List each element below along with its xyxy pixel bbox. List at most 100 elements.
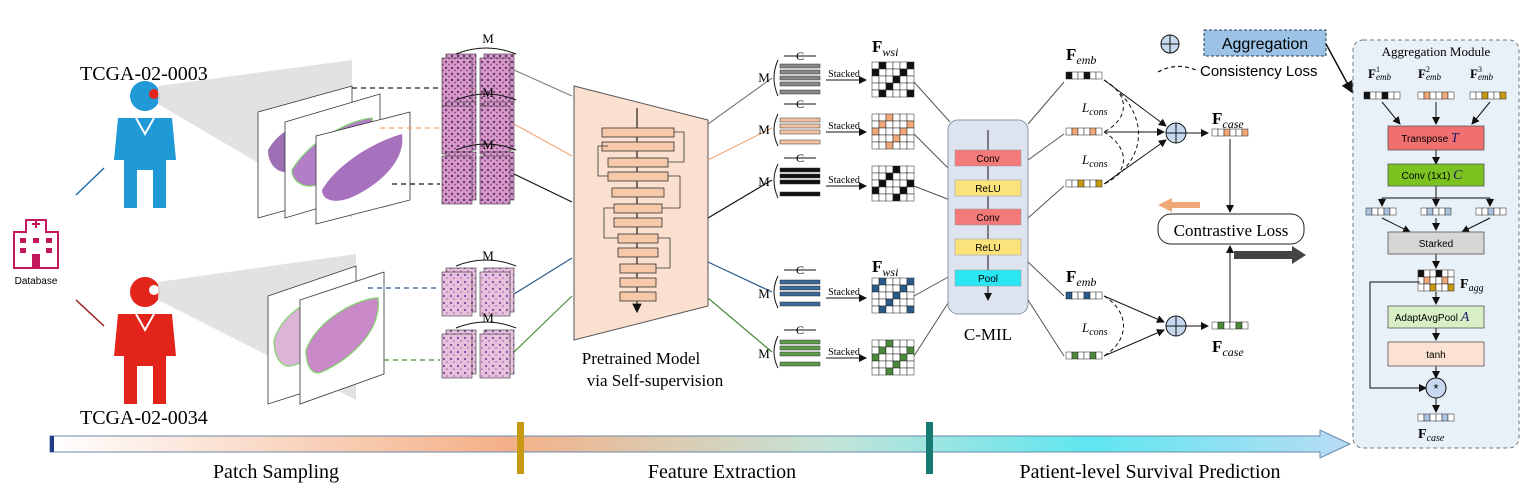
- case-cell: [1217, 128, 1225, 137]
- agg-mid-cell: [1365, 207, 1373, 216]
- grid-cell: [878, 68, 887, 77]
- grid-cell: [885, 75, 894, 84]
- grid-cell: [871, 179, 880, 188]
- emb-cell: [1071, 291, 1079, 300]
- agg-case-cell: [1429, 413, 1437, 422]
- timeline-stage-1: Patch Sampling: [213, 461, 339, 483]
- grid-cell: [906, 284, 915, 293]
- grid-cell: [899, 346, 908, 355]
- grid-cell: [892, 82, 901, 91]
- agg-emb-cell: [1375, 91, 1383, 100]
- emb-cell: [1077, 179, 1085, 188]
- lcons-label-3: Lcons: [1081, 320, 1108, 338]
- case-cell: [1229, 321, 1237, 330]
- agg-mid-cell: [1377, 207, 1385, 216]
- grid-cell: [871, 284, 880, 293]
- cmil-layer-2: ReLU: [975, 184, 1001, 195]
- agg-f-cell: [1447, 269, 1455, 278]
- grid-cell: [871, 346, 880, 355]
- grid-cell: [906, 127, 915, 136]
- grid-cell: [892, 134, 901, 143]
- grid-cell: [906, 367, 915, 376]
- grid-cell: [878, 75, 887, 84]
- timeline-stage-3: Patient-level Survival Prediction: [1019, 461, 1280, 483]
- link-top-patient: [75, 167, 105, 196]
- grid-cell: [878, 193, 887, 202]
- grid-cell: [892, 89, 901, 98]
- grid-cell: [906, 141, 915, 150]
- grid-cell: [878, 346, 887, 355]
- agg-f-cell: [1441, 276, 1449, 285]
- grid-cell: [871, 339, 880, 348]
- agg-case-cell: [1447, 413, 1455, 422]
- grid-cell: [885, 113, 894, 122]
- emb-cell: [1083, 127, 1091, 136]
- grid-cell: [871, 193, 880, 202]
- emb-cell: [1095, 351, 1103, 360]
- grid-cell: [878, 353, 887, 362]
- emb-cell: [1089, 179, 1097, 188]
- timeline-tick-1: [517, 422, 524, 474]
- emb-cell: [1077, 127, 1085, 136]
- wsi-slides-top: [257, 85, 411, 225]
- grid-cell: [878, 82, 887, 91]
- agg-mid-cell: [1475, 207, 1483, 216]
- emb-cell: [1077, 71, 1085, 80]
- grid-cell: [885, 61, 894, 70]
- grid-cell: [892, 120, 901, 129]
- grid-cell: [892, 193, 901, 202]
- grid-cell: [892, 172, 901, 181]
- agg-mid-cell: [1383, 207, 1391, 216]
- grid-cell: [899, 89, 908, 98]
- agg-case-cell: [1417, 413, 1425, 422]
- grid-cell: [871, 134, 880, 143]
- grid-cell: [871, 141, 880, 150]
- agg-f-cell: [1435, 269, 1443, 278]
- grid-cell: [878, 113, 887, 122]
- case-cell: [1241, 128, 1249, 137]
- grid-cell: [878, 186, 887, 195]
- f-wsi-label-top: Fwsi: [872, 37, 898, 59]
- grid-cell: [885, 339, 894, 348]
- lcons-label-1: Lcons: [1081, 100, 1108, 118]
- grid-cell: [871, 367, 880, 376]
- grid-cell: [878, 141, 887, 150]
- agg-emb-cell: [1381, 91, 1389, 100]
- grid-cell: [878, 127, 887, 136]
- aggregation-module-title: Aggregation Module: [1382, 44, 1491, 59]
- emb-cell: [1083, 291, 1091, 300]
- agg-emb-cell: [1369, 91, 1377, 100]
- grid-cell: [892, 298, 901, 307]
- agg-emb-cell: [1499, 91, 1507, 100]
- agg-case-cell: [1435, 413, 1443, 422]
- agg-case-cell: [1441, 413, 1449, 422]
- emb-cell: [1065, 127, 1073, 136]
- agg-emb-cell: [1469, 91, 1477, 100]
- transpose-label: Transpose T: [1401, 131, 1460, 146]
- emb-cell: [1095, 71, 1103, 80]
- grid-cell: [878, 179, 887, 188]
- feature-c-label-4: C: [796, 263, 804, 277]
- grid-cell: [906, 82, 915, 91]
- cmil-label: C-MIL: [964, 325, 1012, 344]
- stacked-label-1: Stacked: [828, 69, 860, 80]
- grid-cell: [906, 120, 915, 129]
- stacked-label-3: Stacked: [828, 175, 860, 186]
- f-emb-label-bottom: Femb: [1066, 267, 1096, 289]
- grid-cell: [899, 186, 908, 195]
- multiply-label: *: [1433, 381, 1438, 396]
- grid-cell: [871, 186, 880, 195]
- grid-cell: [892, 179, 901, 188]
- lcons-label-2: Lcons: [1081, 152, 1108, 170]
- stacked-label-2: Stacked: [828, 121, 860, 132]
- emb-cell: [1083, 351, 1091, 360]
- grid-cell: [899, 284, 908, 293]
- case-vectors: [1211, 128, 1249, 330]
- emb-cell: [1089, 71, 1097, 80]
- grid-cell: [892, 284, 901, 293]
- cmil-layer-4: ReLU: [975, 243, 1001, 254]
- feature-grids: [871, 61, 915, 376]
- contrastive-arrow-left: [1158, 198, 1200, 212]
